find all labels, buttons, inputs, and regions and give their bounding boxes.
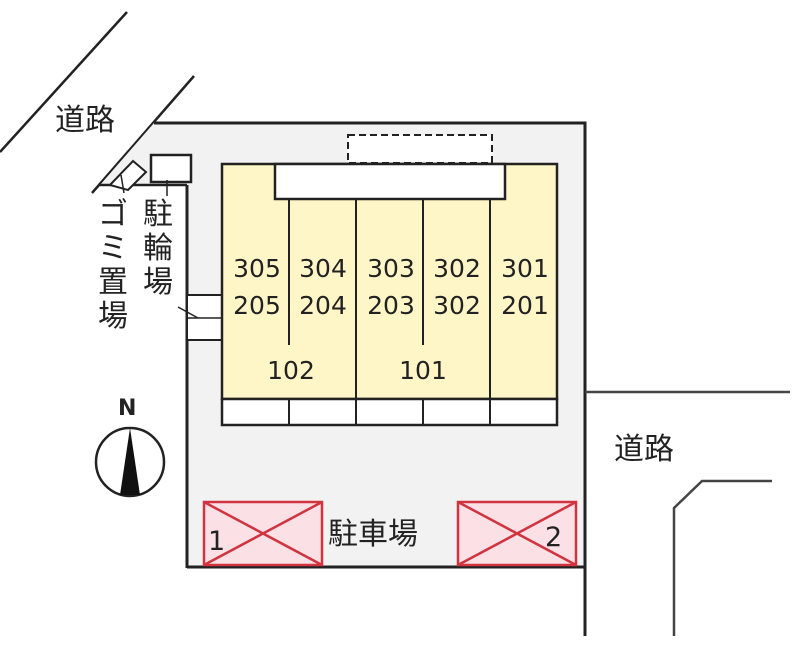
bicycle-parking-label: 駐輪場 (143, 197, 173, 300)
unit-204: 204 (299, 291, 347, 320)
garbage-label: ゴミ置場 (98, 197, 128, 334)
balcony-strip (220, 397, 559, 427)
garbage-station (108, 159, 148, 192)
unit-302-middle: 302 (433, 291, 481, 320)
north-label: N (118, 396, 137, 421)
road-label-top-left: 道路 (55, 103, 115, 138)
unit-301: 301 (501, 254, 549, 283)
unit-201: 201 (501, 291, 549, 320)
bicycle-parking-box (149, 153, 193, 184)
unit-304: 304 (299, 254, 347, 283)
unit-101: 101 (399, 356, 447, 385)
parking-label: 駐車場 (328, 517, 418, 552)
unit-305: 305 (233, 254, 281, 283)
dashed-overhang (347, 134, 493, 164)
parking-number-1: 1 (208, 526, 226, 557)
unit-203: 203 (367, 291, 415, 320)
unit-303: 303 (367, 254, 415, 283)
parking-space-2 (456, 500, 578, 567)
unit-205: 205 (233, 291, 281, 320)
corridor (273, 162, 507, 201)
building (220, 162, 559, 401)
parking-number-2: 2 (545, 522, 563, 553)
road-edge-line (91, 75, 195, 194)
road-label-right: 道路 (614, 432, 674, 467)
north-arrow-icon (94, 426, 166, 498)
road-edge-line (0, 11, 128, 153)
unit-302-upper: 302 (433, 254, 481, 283)
parking-space-1 (202, 500, 324, 567)
unit-102: 102 (267, 356, 315, 385)
